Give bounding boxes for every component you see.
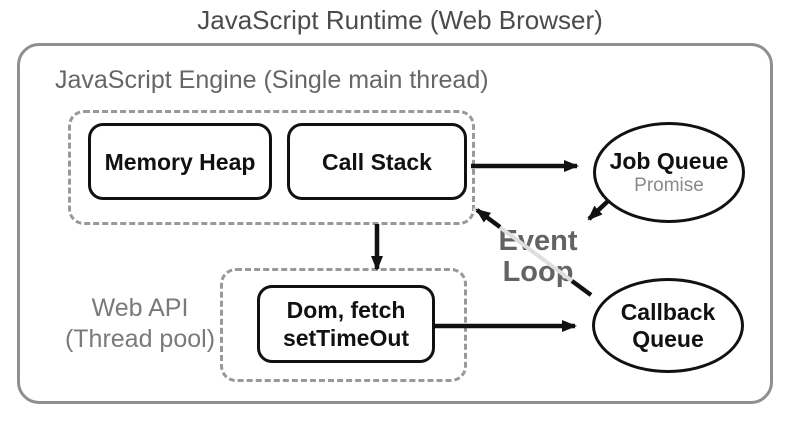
call-stack-label: Call Stack — [322, 148, 432, 175]
event-loop-label: Event Loop — [478, 226, 598, 288]
callback-queue-label-line2: Queue — [632, 325, 704, 352]
event-loop-label-line1: Event — [498, 225, 578, 257]
web-api-box-label-line2: setTimeOut — [282, 325, 410, 351]
web-api-box-label-line1: Dom, fetch — [286, 297, 406, 323]
memory-heap-node: Memory Heap — [88, 123, 272, 200]
call-stack-node: Call Stack — [287, 123, 467, 200]
job-queue-sublabel: Promise — [634, 175, 704, 196]
runtime-container-box — [17, 43, 773, 404]
event-loop-label-line2: Loop — [502, 256, 574, 288]
job-queue-node: Job Queue Promise — [593, 122, 745, 223]
job-queue-label: Job Queue — [609, 148, 729, 174]
js-engine-label: JavaScript Engine (Single main thread) — [55, 66, 489, 94]
callback-queue-node: Callback Queue — [592, 278, 744, 373]
web-api-box-node: Dom, fetch setTimeOut — [257, 285, 435, 363]
web-api-group-label: Web API (Thread pool) — [57, 293, 223, 355]
diagram-title: JavaScript Runtime (Web Browser) — [197, 5, 603, 35]
web-api-group-label-line1: Web API — [91, 294, 189, 322]
callback-queue-label-line1: Callback — [620, 298, 716, 325]
memory-heap-label: Memory Heap — [104, 148, 256, 175]
web-api-group-label-line2: (Thread pool) — [64, 325, 216, 353]
